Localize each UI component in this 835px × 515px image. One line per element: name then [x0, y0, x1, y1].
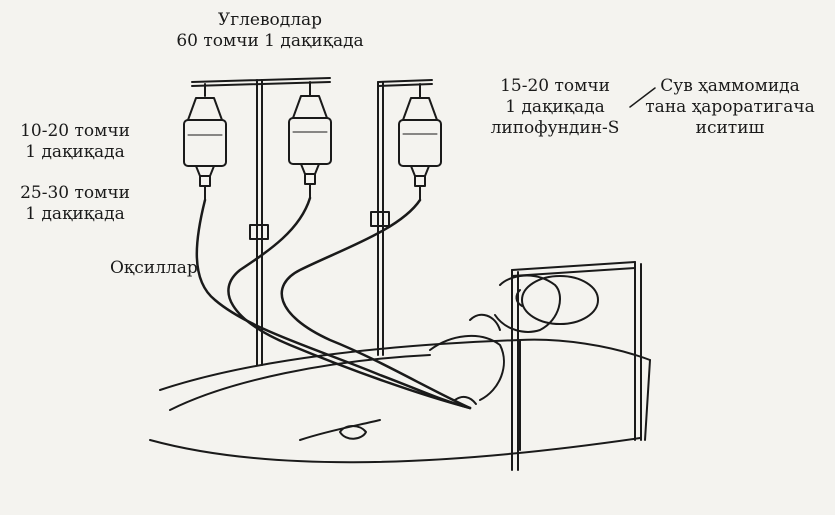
left-rate-1-line1: 10-20 томчи — [0, 121, 150, 142]
lipofundin-label: 15-20 томчи 1 дақиқада липофундин-S — [480, 76, 630, 139]
left-rate-2-line2: 1 дақиқада — [0, 204, 150, 225]
carbohydrates-rate: 60 томчи 1 дақиқада — [160, 31, 380, 52]
left-rate-2-line1: 25-30 томчи — [0, 183, 150, 204]
proteins-label: Оқсиллар — [110, 258, 198, 279]
carbohydrates-label: Углеводлар 60 томчи 1 дақиқада — [160, 10, 380, 52]
left-rate-1-line2: 1 дақиқада — [0, 142, 150, 163]
iv-bottle-left — [184, 84, 226, 200]
iv-bottle-middle — [289, 82, 331, 198]
warming-line2: тана ҳароратигача — [640, 97, 820, 118]
hospital-bed — [150, 262, 650, 470]
warming-line3: иситиш — [640, 118, 820, 139]
lipofundin-line1: 15-20 томчи — [480, 76, 630, 97]
warming-line1: Сув ҳаммомида — [640, 76, 820, 97]
carbohydrates-title: Углеводлар — [160, 10, 380, 31]
left-rate-label-2: 25-30 томчи 1 дақиқада — [0, 183, 150, 225]
left-rate-label-1: 10-20 томчи 1 дақиқада — [0, 121, 150, 163]
warming-label: Сув ҳаммомида тана ҳароратигача иситиш — [640, 76, 820, 139]
lipofundin-line3: липофундин-S — [480, 118, 630, 139]
iv-stand-left — [192, 78, 330, 365]
iv-bottle-right — [399, 84, 441, 200]
iv-tubes — [197, 198, 470, 408]
lipofundin-line2: 1 дақиқада — [480, 97, 630, 118]
